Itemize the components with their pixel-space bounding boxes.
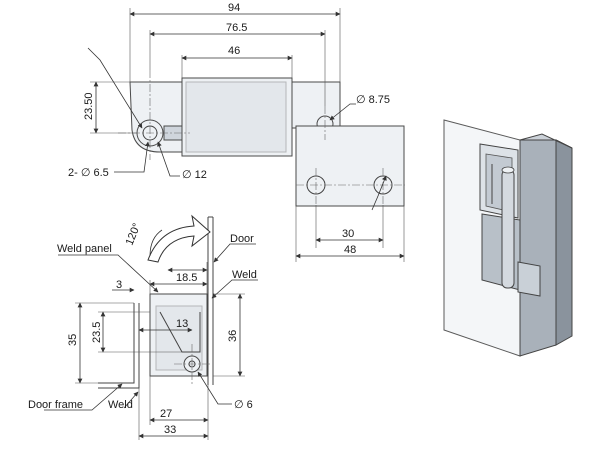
dim-36: 36 — [227, 330, 239, 342]
right-leaf-plate — [295, 125, 405, 207]
dim-46: 46 — [228, 45, 240, 57]
hinge-pin-barrel — [501, 169, 515, 289]
section-view — [44, 214, 258, 440]
dim-leaf-48: 48 — [344, 244, 356, 256]
label-door-frame: Door frame — [28, 399, 83, 411]
dim-pin-12: ∅ 12 — [182, 169, 207, 181]
dim-76-5: 76.5 — [226, 22, 247, 34]
hinge-side-tab — [517, 261, 541, 297]
dim-pitch-30: 30 — [342, 228, 354, 240]
dim-holes-6-5: 2- ∅ 6.5 — [68, 167, 109, 179]
top-view-hinge — [87, 8, 405, 262]
opening-arc-guide — [149, 229, 163, 257]
hinge-body — [181, 77, 293, 157]
dim-13: 13 — [176, 318, 188, 330]
frame-post-side — [555, 139, 573, 346]
dim-hole-8-75: ∅ 8.75 — [356, 94, 390, 106]
dim-3: 3 — [116, 279, 122, 291]
frame-post-top — [519, 133, 573, 149]
hinge-pin-cap — [501, 166, 515, 174]
label-weld-top: Weld — [232, 269, 257, 281]
label-door: Door — [230, 233, 254, 245]
label-angle: 120° — [124, 222, 144, 248]
frame-post-front — [519, 139, 557, 357]
dim-23-50: 23.50 — [83, 92, 95, 120]
label-weld-panel: Weld panel — [57, 243, 112, 255]
dim-35: 35 — [67, 334, 79, 346]
label-weld-bottom: Weld — [108, 399, 133, 411]
dim-27: 27 — [160, 408, 172, 420]
hinge-body-shade — [185, 81, 287, 153]
dim-23-5: 23.5 — [91, 322, 103, 343]
dim-33: 33 — [164, 424, 176, 436]
opening-arrow — [147, 214, 211, 263]
dim-94: 94 — [228, 2, 240, 14]
installed-3d-view — [443, 119, 573, 357]
dim-18-5: 18.5 — [176, 272, 197, 284]
dim-6: ∅ 6 — [234, 399, 253, 411]
